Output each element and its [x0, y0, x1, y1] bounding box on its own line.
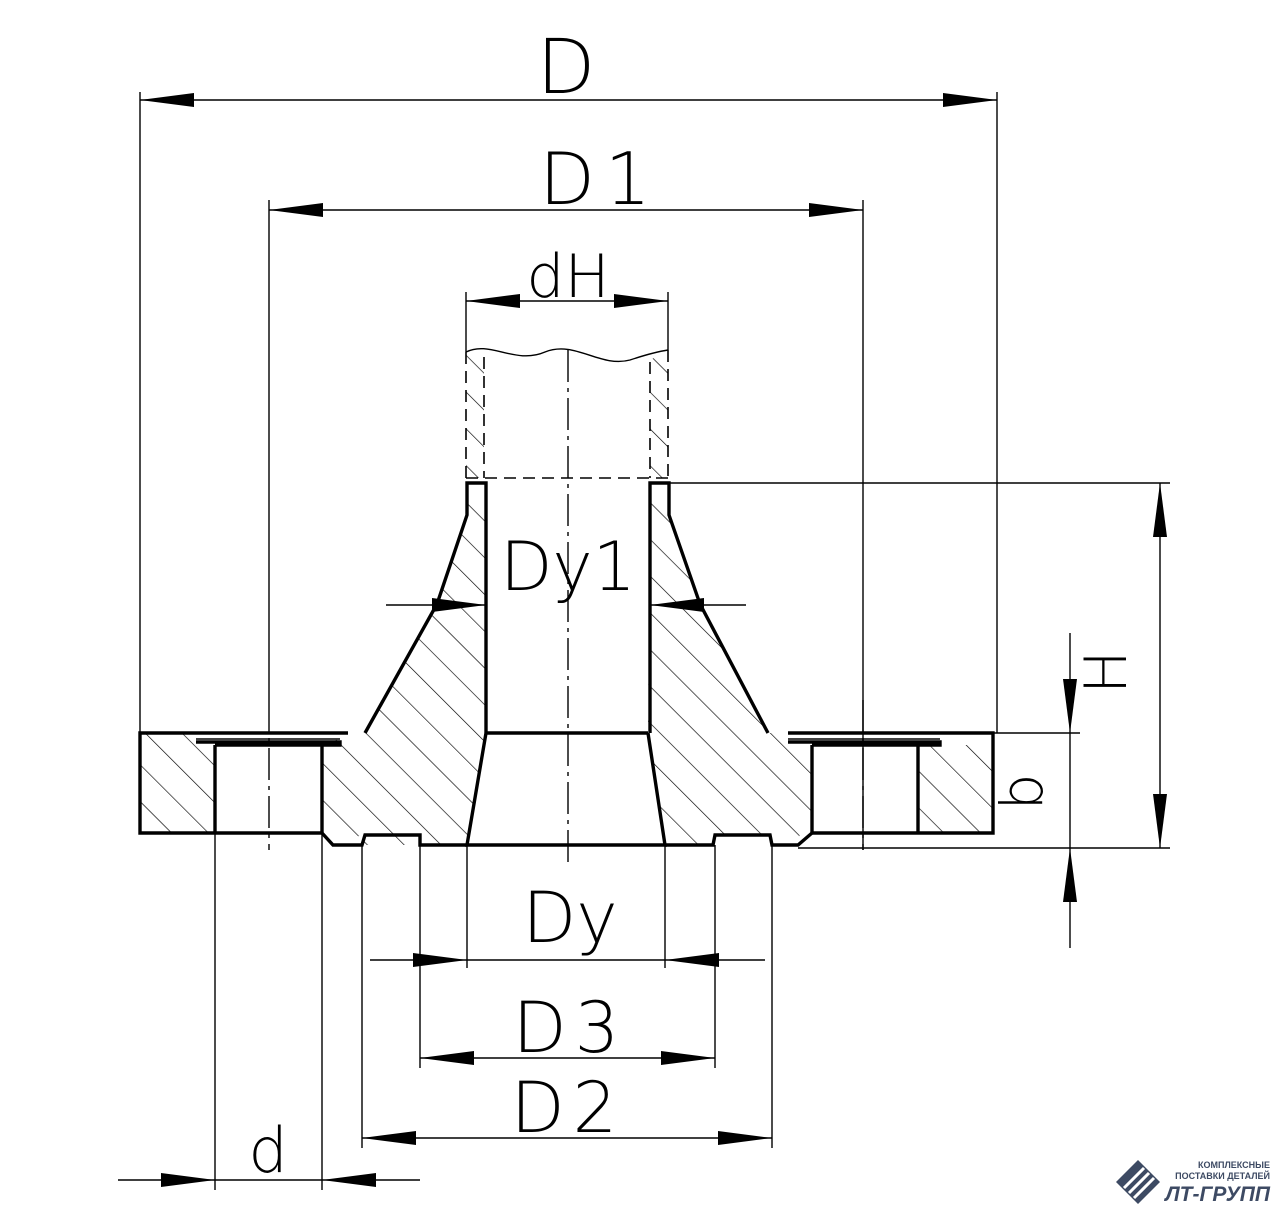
pipe-phantom	[465, 347, 669, 479]
label-d: d	[248, 1114, 287, 1187]
label-D2: D2	[511, 1067, 625, 1149]
label-dH: dH	[526, 242, 609, 312]
flange-outline	[138, 481, 995, 847]
logo-line1: КОМПЛЕКСНЫЕ	[1198, 1160, 1270, 1170]
label-b: b	[988, 774, 1056, 811]
dimension-labels: D D1 dH Dy1 H b Dy D3 D2 d	[248, 22, 1140, 1187]
diamond-stripes-icon	[1116, 1160, 1160, 1204]
label-Dy1: Dy1	[500, 528, 636, 607]
company-logo: КОМПЛЕКСНЫЕ ПОСТАВКИ ДЕТАЛЕЙ ЛТ-ГРУПП	[1112, 1156, 1272, 1208]
label-Dy: Dy	[522, 877, 617, 959]
logo-line2: ПОСТАВКИ ДЕТАЛЕЙ	[1175, 1170, 1270, 1181]
label-D1: D1	[539, 137, 660, 221]
label-D3: D3	[513, 987, 627, 1069]
label-H: H	[1072, 650, 1140, 694]
logo-brand: ЛТ-ГРУПП	[1163, 1183, 1271, 1206]
label-D: D	[537, 22, 596, 111]
dimension-lines	[118, 93, 1167, 1187]
